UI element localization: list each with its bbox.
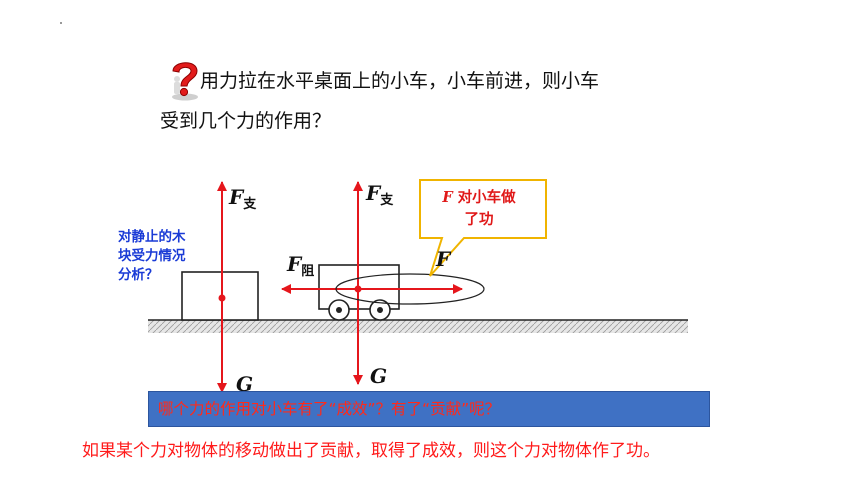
pull-force-highlight (335, 273, 485, 305)
static-note-line-1: 对静止的木 (118, 229, 186, 245)
cart-support-label: F支 (365, 181, 394, 208)
conclusion-text: 如果某个力对物体的移动做出了贡献，取得了成效，则这个力对物体作了功。 (82, 441, 660, 461)
block-gravity-label: G (236, 372, 253, 396)
callout-force-letter: F (442, 189, 453, 206)
question-banner (148, 391, 710, 427)
cart-friction-label: F阻 (286, 252, 314, 279)
cart-center-dot (354, 285, 362, 293)
cart-gravity-label: G (370, 364, 387, 388)
static-block-note: 对静止的木 块受力情况 分析？ (118, 228, 218, 285)
corner-dot (60, 22, 62, 24)
ground-surface (148, 320, 688, 333)
block-center-dot (218, 294, 226, 302)
callout-line-1: 对小车做 (457, 190, 516, 206)
static-note-line-3: 分析？ (118, 267, 159, 283)
callout-line-2: 了功 (464, 212, 494, 228)
cart-wheel-right (369, 299, 391, 321)
cart-wheel-left (328, 299, 350, 321)
static-note-line-2: 块受力情况 (118, 248, 186, 264)
question-line-1: 用力拉在水平桌面上的小车，小车前进，则小车 (200, 70, 600, 92)
question-line-2: 受到几个力的作用？ (160, 110, 332, 132)
cart-pull-label: F (435, 247, 452, 271)
block-support-label: F支 (228, 185, 257, 212)
question-mark-icon (172, 62, 198, 101)
banner-text: 哪个力的作用对小车有了“成效”？有了“贡献”呢？ (158, 400, 501, 418)
callout-box (419, 179, 547, 277)
callout-text: F 对小车做 了功 (420, 187, 538, 231)
